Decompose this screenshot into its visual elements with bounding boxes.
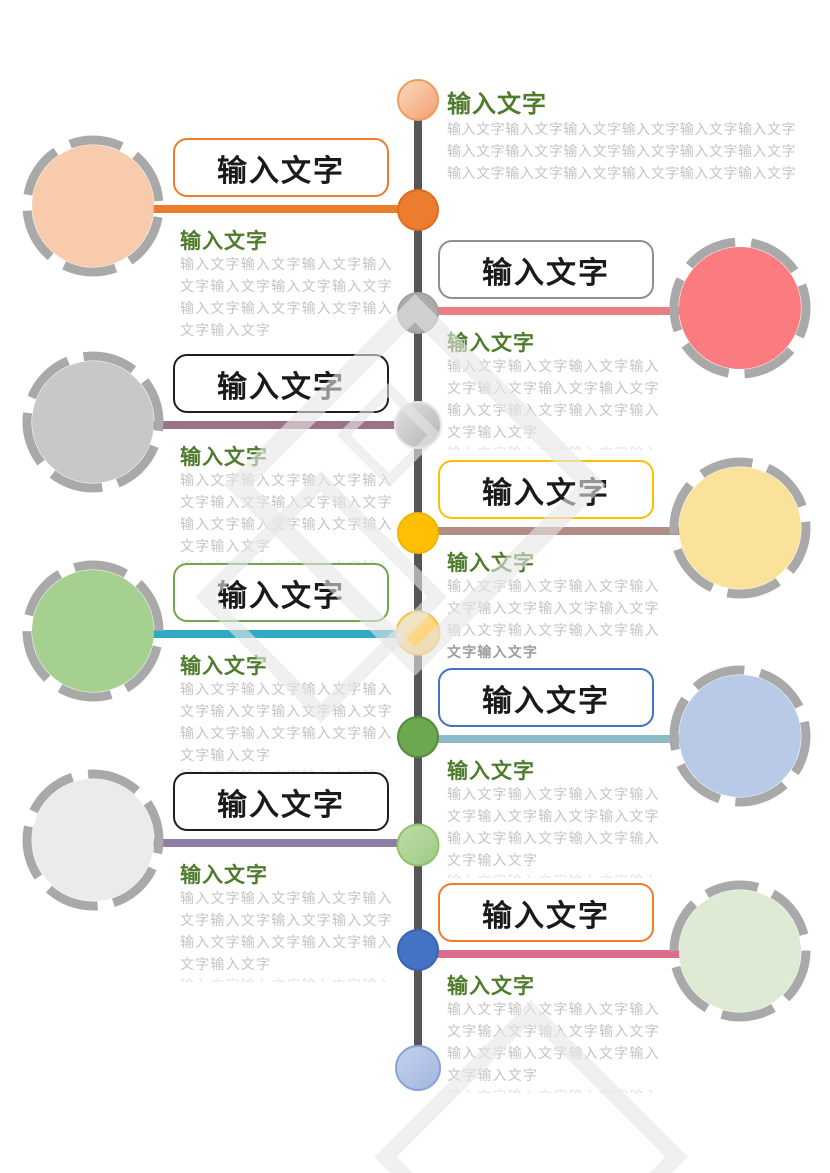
decorative-dashed-circle bbox=[22, 560, 164, 702]
entry-body: 输入文字输入文字输入文字输入文字输入文字输入文字输入文字输入文字输入文字输入文字… bbox=[180, 890, 393, 972]
connector-line bbox=[95, 205, 418, 213]
decorative-dashed-circle bbox=[669, 457, 811, 599]
entry-body: 输入文字输入文字输入文字输入文字输入文字输入文字输入文字输入文字输入文字输入文字… bbox=[180, 681, 393, 763]
entry-title-box: 输入文字 bbox=[438, 883, 654, 942]
top-entry-subtitle: 输入文字 bbox=[447, 91, 547, 118]
decorative-dashed-circle bbox=[669, 237, 811, 379]
timeline-entry-7: 输入文字 输入文字 输入文字输入文字输入文字输入文字输入文字输入文字输入文字输入… bbox=[0, 769, 830, 1002]
connector-line bbox=[95, 839, 418, 847]
timeline-entry-4: 输入文字 输入文字 输入文字输入文字输入文字输入文字输入文字输入文字输入文字输入… bbox=[0, 457, 830, 690]
connector-line bbox=[414, 527, 744, 535]
entry-subtitle: 输入文字 bbox=[180, 230, 268, 253]
timeline-node-9 bbox=[397, 929, 439, 971]
decorative-dashed-circle bbox=[22, 351, 164, 493]
entry-body: 输入文字输入文字输入文字输入文字输入文字输入文字输入文字输入文字输入文字输入文字… bbox=[180, 472, 393, 554]
entry-title: 输入文字 bbox=[217, 370, 345, 404]
entry-body-truncated: 输入文字输入文字输入文字输入 bbox=[447, 1086, 663, 1093]
timeline-node-4 bbox=[394, 401, 442, 449]
timeline-node-8 bbox=[396, 823, 440, 867]
entry-body: 输入文字输入文字输入文字输入文字输入文字输入文字输入文字输入文字输入文字输入文字… bbox=[180, 256, 393, 338]
connector-line bbox=[414, 735, 744, 743]
timeline-entry-6: 输入文字 输入文字 输入文字输入文字输入文字输入文字输入文字输入文字输入文字输入… bbox=[0, 665, 830, 898]
timeline-entry-1: 输入文字 输入文字 输入文字输入文字输入文字输入文字输入文字输入文字输入文字输入… bbox=[0, 135, 830, 368]
entry-title-box: 输入文字 bbox=[438, 668, 654, 727]
entry-subtitle: 输入文字 bbox=[180, 655, 268, 678]
connector-line bbox=[95, 421, 418, 429]
decorative-dashed-circle bbox=[22, 135, 164, 277]
entry-title: 输入文字 bbox=[482, 684, 610, 718]
entry-body-truncated: 输入文字输入文字输入文字输入 bbox=[447, 443, 663, 450]
entry-title-box: 输入文字 bbox=[173, 354, 389, 413]
connector-line bbox=[414, 950, 744, 958]
entry-body: 输入文字输入文字输入文字输入文字输入文字输入文字输入文字输入文字输入文字输入文字… bbox=[447, 578, 660, 660]
entry-body-truncated: 输入文字输入文字输入文字输入 bbox=[447, 871, 663, 878]
connector-line bbox=[95, 630, 418, 638]
timeline-node-5 bbox=[397, 512, 439, 554]
entry-title: 输入文字 bbox=[217, 788, 345, 822]
timeline-node-10 bbox=[395, 1045, 441, 1091]
top-entry-body: 输入文字输入文字输入文字输入文字输入文字输入文字输入文字输入文字输入文字输入文字… bbox=[447, 121, 797, 181]
entry-subtitle: 输入文字 bbox=[447, 975, 535, 998]
entry-body-truncated: 输入文字输入文字输入文字输入 bbox=[180, 975, 396, 982]
timeline-entry-5: 输入文字 输入文字 输入文字输入文字输入文字输入文字输入文字输入文字输入文字输入… bbox=[0, 560, 830, 793]
entry-subtitle: 输入文字 bbox=[447, 760, 535, 783]
decorative-dashed-circle bbox=[669, 880, 811, 1022]
entry-body: 输入文字输入文字输入文字输入文字输入文字输入文字输入文字输入文字输入文字输入文字… bbox=[447, 358, 660, 440]
timeline-node-2 bbox=[397, 189, 439, 231]
timeline-node-6 bbox=[395, 610, 441, 656]
timeline-node-1 bbox=[397, 79, 439, 121]
entry-title-box: 输入文字 bbox=[438, 240, 654, 299]
timeline-entry-3: 输入文字 输入文字 输入文字输入文字输入文字输入文字输入文字输入文字输入文字输入… bbox=[0, 351, 830, 584]
connector-line bbox=[414, 307, 744, 315]
entry-body: 输入文字输入文字输入文字输入文字输入文字输入文字输入文字输入文字输入文字输入文字… bbox=[447, 786, 660, 868]
entry-body-truncated: 输入文字输入文字输入文字输入 bbox=[180, 766, 396, 773]
entry-body-truncated: 输入文字输入文字输入文字输入 bbox=[180, 557, 396, 564]
entry-title-box: 输入文字 bbox=[173, 563, 389, 622]
entry-title: 输入文字 bbox=[482, 476, 610, 510]
timeline-line bbox=[414, 100, 422, 1068]
entry-subtitle: 输入文字 bbox=[447, 332, 535, 355]
entry-subtitle: 输入文字 bbox=[180, 446, 268, 469]
entry-title: 输入文字 bbox=[482, 899, 610, 933]
entry-title: 输入文字 bbox=[217, 579, 345, 613]
entry-subtitle: 输入文字 bbox=[180, 864, 268, 887]
decorative-dashed-circle bbox=[669, 665, 811, 807]
decorative-dashed-circle bbox=[22, 769, 164, 911]
timeline-entry-2: 输入文字 输入文字 输入文字输入文字输入文字输入文字输入文字输入文字输入文字输入… bbox=[0, 237, 830, 470]
entry-title-box: 输入文字 bbox=[173, 772, 389, 831]
entry-subtitle: 输入文字 bbox=[447, 552, 535, 575]
entry-title: 输入文字 bbox=[217, 154, 345, 188]
entry-body: 输入文字输入文字输入文字输入文字输入文字输入文字输入文字输入文字输入文字输入文字… bbox=[447, 1001, 660, 1083]
timeline-node-7 bbox=[397, 716, 439, 758]
timeline-node-3 bbox=[397, 292, 439, 334]
timeline-entry-8: 输入文字 输入文字 输入文字输入文字输入文字输入文字输入文字输入文字输入文字输入… bbox=[0, 880, 830, 1113]
entry-title: 输入文字 bbox=[482, 256, 610, 290]
entry-title-box: 输入文字 bbox=[438, 460, 654, 519]
entry-title-box: 输入文字 bbox=[173, 138, 389, 197]
